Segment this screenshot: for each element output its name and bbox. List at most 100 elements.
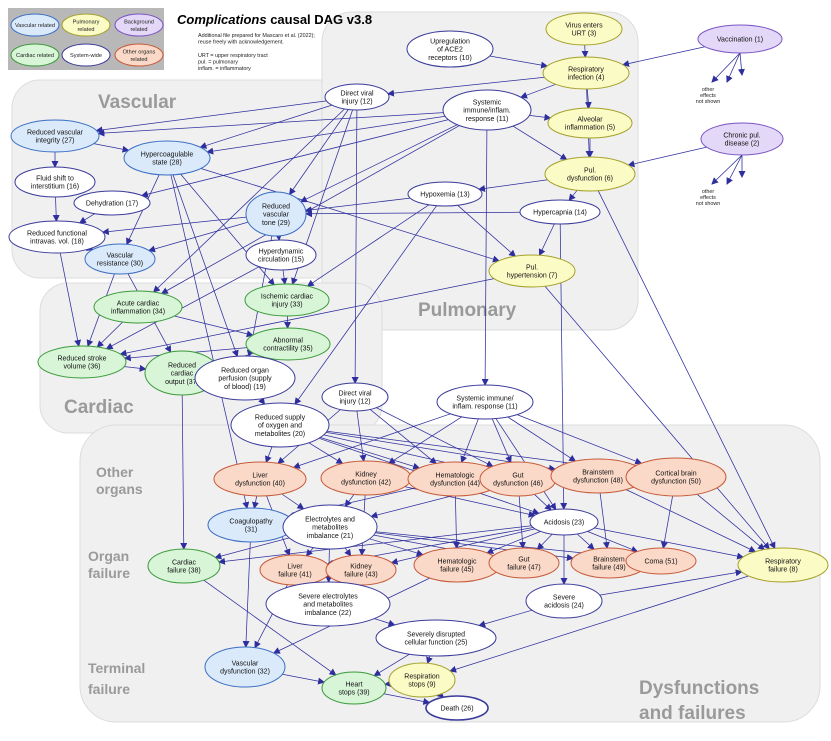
legend-item-vascular: Vascular related: [11, 14, 59, 36]
aside-note-line: not shown: [696, 201, 721, 207]
node-label: Direct viral: [340, 91, 374, 98]
node-label: tone (29): [262, 220, 290, 227]
edge-n29-n15: [279, 236, 280, 240]
node-label: Pul.: [584, 168, 596, 175]
node-label: Reduced organ: [221, 367, 269, 374]
note-line: reuse freely with acknowledgement.: [198, 40, 284, 46]
node-label: Liver: [287, 564, 303, 571]
node-label: Death (26): [440, 706, 473, 713]
aside-arrow: [727, 53, 740, 82]
node-label: acidosis (24): [544, 603, 584, 610]
node-label: Reduced vascular: [27, 130, 84, 137]
node-label: immune/inflam.: [463, 108, 511, 115]
node-label: imbalance (22): [305, 610, 351, 617]
node-label: vascular: [263, 212, 290, 219]
node-label: of blood) (19): [224, 384, 266, 391]
legend-label: System-wide: [70, 53, 102, 59]
legend-item-system: System-wide: [62, 44, 110, 66]
node-n6: Pul.dysfunction (6): [545, 157, 635, 191]
node-label: Severely disrupted: [407, 632, 465, 639]
node-label: hypertension (7): [507, 273, 558, 280]
node-n23: Acidosis (23): [530, 509, 598, 535]
region-label-dysfunctions-1: Dysfunctions: [639, 678, 759, 699]
node-label: intravas. vol. (18): [30, 239, 84, 246]
node-label: Reduced stroke: [57, 356, 106, 363]
node-label: stops (9): [408, 682, 435, 689]
node-label: Fluid shift to: [36, 176, 74, 183]
node-label: response (11): [466, 116, 509, 123]
node-label: Upregulation: [430, 38, 470, 45]
legend-label: Vascular related: [15, 23, 55, 29]
note-line: URT = upper respiratory tract: [198, 53, 268, 59]
region-label-pulmonary: Pulmonary: [418, 300, 517, 321]
edge-n9-n39: [385, 684, 390, 685]
node-label: Acute cardiac: [117, 301, 160, 308]
node-label: Dehydration (17): [86, 201, 138, 208]
node-n14: Hypercapnia (14): [520, 200, 600, 224]
node-label: Systemic: [473, 99, 502, 106]
node-label: Kidney: [355, 472, 377, 479]
node-label: injury (12): [341, 99, 372, 106]
region-label-terminal-failure-2: failure: [88, 681, 130, 697]
node-label: URT (3): [572, 31, 597, 38]
node-label: contractility (35): [263, 346, 312, 353]
node-label: state (28): [152, 160, 182, 167]
node-label: imbalance (21): [307, 533, 353, 540]
node-label: Hyperdynamic: [259, 249, 304, 256]
node-label: Hematologic: [436, 473, 475, 480]
node-label: Heart: [345, 682, 362, 689]
legend-label: Other organs: [123, 49, 156, 55]
region-label-vascular: Vascular: [98, 92, 177, 113]
node-label: failure (47): [507, 565, 540, 572]
node-label: inflam. response (11): [452, 404, 517, 411]
diagram-title: Complications causal DAG v3.8: [177, 12, 372, 27]
node-label: dysfunction (46): [493, 481, 543, 488]
node-label: failure (41): [278, 572, 311, 579]
node-label: dysfunction (44): [430, 481, 480, 488]
node-label: failure (43): [344, 572, 377, 579]
legend-item-other: Other organs related: [115, 44, 163, 66]
node-label: stops (39): [338, 690, 369, 697]
node-label: Chronic pul.: [723, 133, 760, 140]
legend-label: Pulmonary: [73, 19, 100, 25]
node-label: (31): [245, 527, 257, 534]
node-label: circulation (15): [258, 257, 304, 264]
node-label: inflammation (34): [111, 309, 165, 316]
node-label: Severe electrolytes: [298, 593, 358, 600]
node-label: Abnormal: [273, 338, 303, 345]
note-line: pul. = pulmonary: [198, 59, 238, 65]
node-label: Hypoxemia (13): [420, 192, 469, 199]
node-label: Acidosis (23): [544, 520, 584, 527]
node-label: dysfunction (42): [341, 480, 391, 487]
node-label: Direct viral: [338, 391, 372, 398]
legend-label: related: [130, 57, 147, 63]
node-n2: Chronic pul.disease (2): [701, 123, 783, 155]
node-label: Respiratory: [765, 559, 801, 566]
node-label: failure (8): [768, 567, 798, 574]
note-line: inflam. = inflammatory: [198, 66, 251, 72]
node-label: volume (36): [64, 364, 101, 371]
node-label: Pul.: [526, 265, 538, 272]
